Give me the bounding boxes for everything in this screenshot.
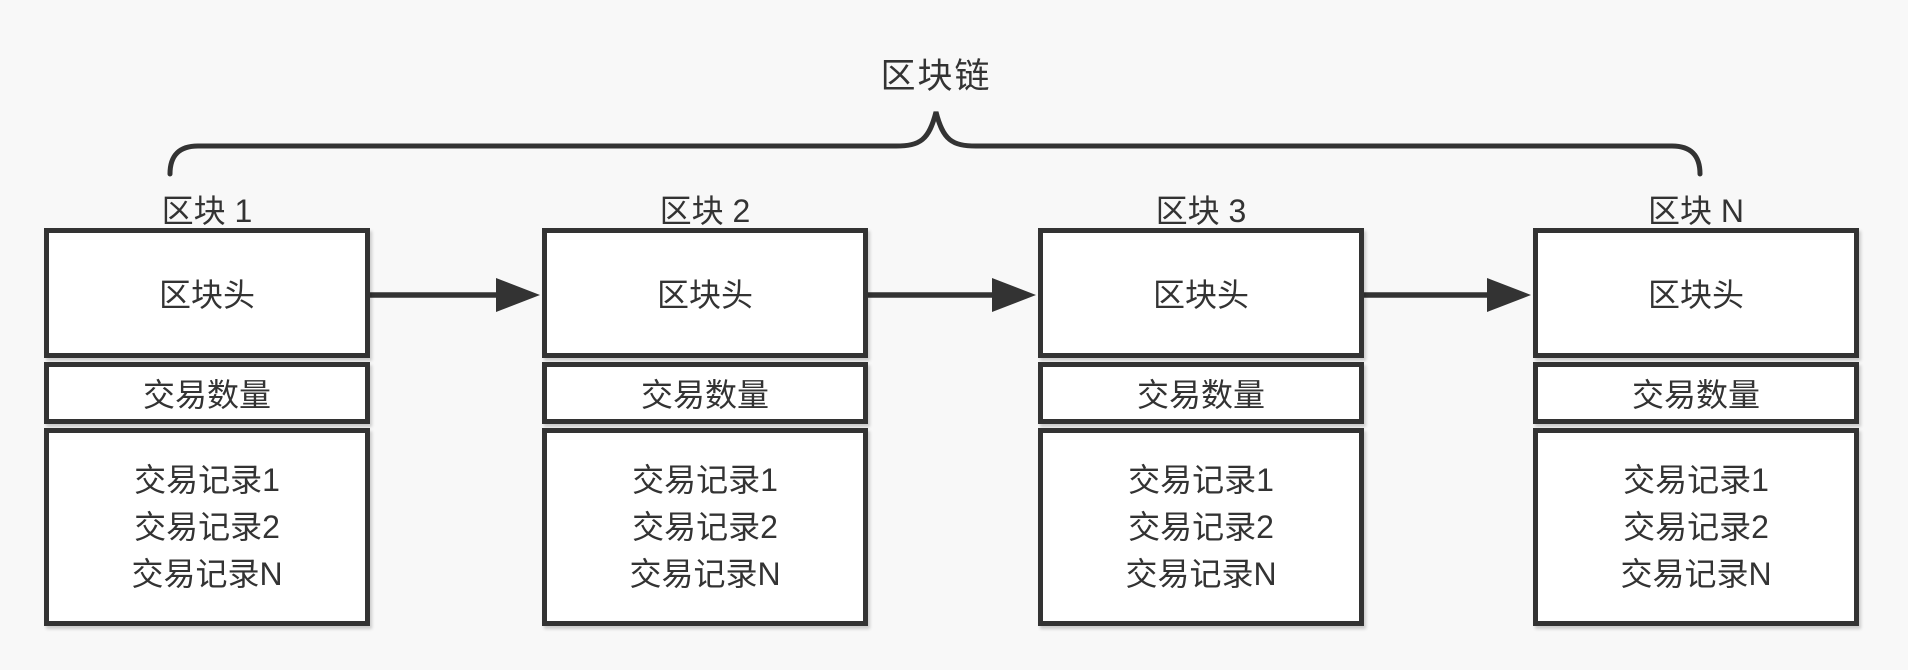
block-2: 区块 2 区块头 交易数量 交易记录1 交易记录2 交易记录N [542, 193, 868, 626]
tx-count-box: 交易数量 [542, 362, 868, 424]
record-line: 交易记录N [1620, 555, 1772, 592]
block-header-label: 区块头 [656, 277, 753, 313]
record-line: 交易记录N [131, 555, 283, 592]
block-label: 区块 1 [161, 193, 253, 229]
block-1: 区块 1 区块头 交易数量 交易记录1 交易记录2 交易记录N [44, 193, 370, 626]
block-n: 区块 N 区块头 交易数量 交易记录1 交易记录2 交易记录N [1533, 193, 1859, 626]
block-3: 区块 3 区块头 交易数量 交易记录1 交易记录2 交易记录N [1038, 193, 1364, 626]
record-line: 交易记录2 [632, 508, 778, 545]
record-line: 交易记录1 [632, 461, 778, 498]
block-label: 区块 2 [659, 193, 751, 229]
tx-count-label: 交易数量 [640, 377, 769, 413]
block-header-box: 区块头 [542, 228, 868, 358]
record-line: 交易记录1 [1128, 461, 1274, 498]
record-line: 交易记录N [1125, 555, 1277, 592]
tx-count-label: 交易数量 [1631, 377, 1760, 413]
record-line: 交易记录2 [1623, 508, 1769, 545]
block-header-box: 区块头 [1533, 228, 1859, 358]
block-label: 区块 N [1647, 193, 1744, 229]
tx-records-box: 交易记录1 交易记录2 交易记录N [1038, 428, 1364, 626]
tx-count-box: 交易数量 [1533, 362, 1859, 424]
diagram-title: 区块链 [880, 57, 992, 96]
tx-records-box: 交易记录1 交易记录2 交易记录N [44, 428, 370, 626]
block-label: 区块 3 [1155, 193, 1247, 229]
chain-arrow-icon [1361, 278, 1531, 312]
tx-records-box: 交易记录1 交易记录2 交易记录N [542, 428, 868, 626]
tx-count-box: 交易数量 [1038, 362, 1364, 424]
record-line: 交易记录1 [134, 461, 280, 498]
brace [167, 111, 1703, 177]
chain-arrow-icon [865, 278, 1036, 312]
block-header-box: 区块头 [44, 228, 370, 358]
tx-count-label: 交易数量 [142, 377, 271, 413]
tx-count-box: 交易数量 [44, 362, 370, 424]
chain-arrow-icon [367, 278, 540, 312]
record-line: 交易记录N [629, 555, 781, 592]
tx-count-label: 交易数量 [1136, 377, 1265, 413]
record-line: 交易记录1 [1623, 461, 1769, 498]
record-line: 交易记录2 [134, 508, 280, 545]
block-header-label: 区块头 [158, 277, 255, 313]
record-line: 交易记录2 [1128, 508, 1274, 545]
block-header-label: 区块头 [1647, 277, 1744, 313]
tx-records-box: 交易记录1 交易记录2 交易记录N [1533, 428, 1859, 626]
block-header-box: 区块头 [1038, 228, 1364, 358]
block-header-label: 区块头 [1152, 277, 1249, 313]
